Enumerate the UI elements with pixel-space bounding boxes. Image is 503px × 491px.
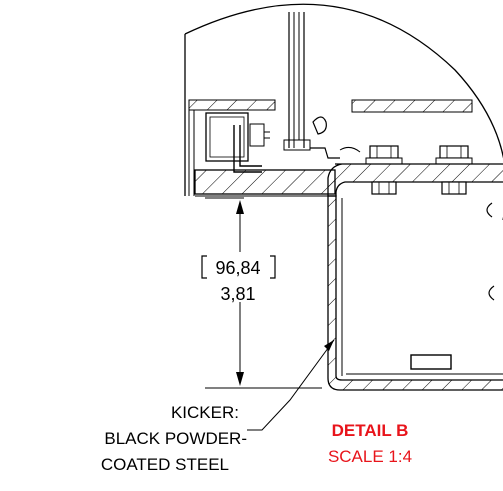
upper-right-bar xyxy=(351,99,473,113)
nut-left xyxy=(371,181,397,195)
dimension-imperial: 3,81 xyxy=(220,284,255,304)
nut-right xyxy=(441,181,467,195)
callout-line-1: KICKER: xyxy=(171,403,239,422)
kicker-top-flange xyxy=(327,163,503,197)
dimension-bracket xyxy=(201,255,276,279)
detail-boundary xyxy=(184,3,503,220)
dimension-metric: 96,84 xyxy=(215,258,260,278)
kicker-slot xyxy=(410,354,452,370)
base-plate xyxy=(194,169,336,197)
detail-geometry xyxy=(188,12,503,391)
vertical-dimension xyxy=(200,197,322,389)
right-curve-upper xyxy=(486,202,493,218)
clamp-block xyxy=(205,112,270,173)
kicker-wall xyxy=(327,195,503,391)
bolt-right xyxy=(435,145,473,165)
right-curve-lower xyxy=(488,285,495,301)
callout-leader xyxy=(247,339,335,431)
detail-title: DETAIL B xyxy=(332,421,409,440)
bolt-left xyxy=(365,145,403,165)
vertical-panel xyxy=(283,12,311,151)
callout-line-3: COATED STEEL xyxy=(101,455,229,474)
detail-scale: SCALE 1:4 xyxy=(328,447,412,466)
upper-frame xyxy=(188,99,276,196)
panel-clip xyxy=(310,116,361,159)
callout-line-2: BLACK POWDER- xyxy=(104,429,247,448)
